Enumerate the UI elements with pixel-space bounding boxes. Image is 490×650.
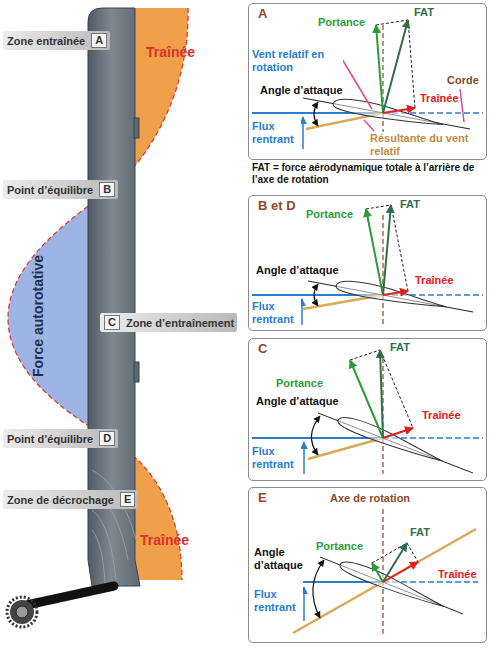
force-label: FAT: [399, 198, 421, 211]
panel-heading: B et D: [257, 199, 297, 214]
panel-heading: A: [257, 7, 268, 22]
force-label: Traînée: [437, 568, 478, 581]
airfoil-diagram: [252, 350, 483, 474]
force-label: Angle d’attaque: [255, 264, 340, 277]
panel-heading: C: [257, 342, 268, 357]
force-label: Flux rentrant: [251, 300, 301, 325]
force-label: Traînée: [419, 92, 460, 105]
force-label: FAT: [409, 526, 431, 539]
drag-label: Traînée: [146, 44, 195, 61]
force-panel: E Axe de rotationPortance FAT Angle d’attaq…: [248, 487, 487, 643]
zone-name: Zone de décrochage: [7, 494, 114, 506]
force-panel: A Portance FAT Vent relatif en rotationAngl…: [248, 3, 487, 160]
zone-letter: D: [99, 431, 115, 446]
force-label: Flux rentrant: [253, 588, 303, 613]
zone-name: Zone entraînée: [7, 35, 85, 47]
zone-name: Point d’équilibre: [7, 184, 93, 196]
zone-letter: E: [120, 492, 135, 507]
drag-label: Traînée: [140, 532, 189, 549]
force-label: FAT: [413, 6, 435, 19]
zone-label: Point d’équilibre B: [3, 180, 118, 199]
force-label: Axe de rotation: [329, 492, 411, 505]
zone-letter: A: [91, 33, 107, 48]
force-label: Angle d’attaque: [253, 546, 313, 571]
zone-label: Zone de décrochage E: [3, 490, 138, 509]
force-label: Vent relatif en rotation: [251, 48, 343, 73]
force-panel: C FAT PortanceAngle d’attaqueTraînéeFlux r…: [248, 338, 487, 481]
panel-heading: E: [257, 491, 268, 506]
force-label: Portance: [275, 377, 324, 390]
force-label: Flux rentrant: [251, 120, 301, 145]
legend-note: FAT = force aérodynamique totale à l’arr…: [252, 162, 486, 186]
zone-name: Point d’équilibre: [7, 433, 93, 445]
airfoil-diagram: [252, 205, 483, 325]
force-label: Corde: [446, 74, 480, 87]
force-label: Angle d’attaque: [259, 84, 344, 97]
zone-letter: B: [99, 182, 115, 197]
force-label: Portance: [305, 208, 354, 221]
force-panel: B et D Portance FAT Angle d’attaqueTraînéeF…: [248, 195, 487, 331]
force-label: FAT: [389, 341, 411, 354]
force-name: Force autorotative: [30, 255, 47, 377]
zone-letter: C: [104, 315, 120, 330]
force-label: Portance: [317, 16, 366, 29]
zone-name: Zone d’entraînement: [126, 317, 234, 329]
force-label: Résultante du vent relatif: [369, 132, 483, 157]
force-label: Portance: [315, 540, 364, 553]
force-label: Traînée: [414, 274, 455, 287]
zone-label: C Zone d’entraînement: [100, 313, 237, 332]
zone-label: Point d’équilibre D: [3, 429, 118, 448]
airfoil-diagram: [293, 509, 478, 635]
force-label: Flux rentrant: [251, 445, 301, 470]
zone-label: Zone entraînée A: [3, 31, 110, 50]
force-label: Traînée: [421, 409, 462, 422]
force-label: Angle d’attaque: [255, 395, 340, 408]
